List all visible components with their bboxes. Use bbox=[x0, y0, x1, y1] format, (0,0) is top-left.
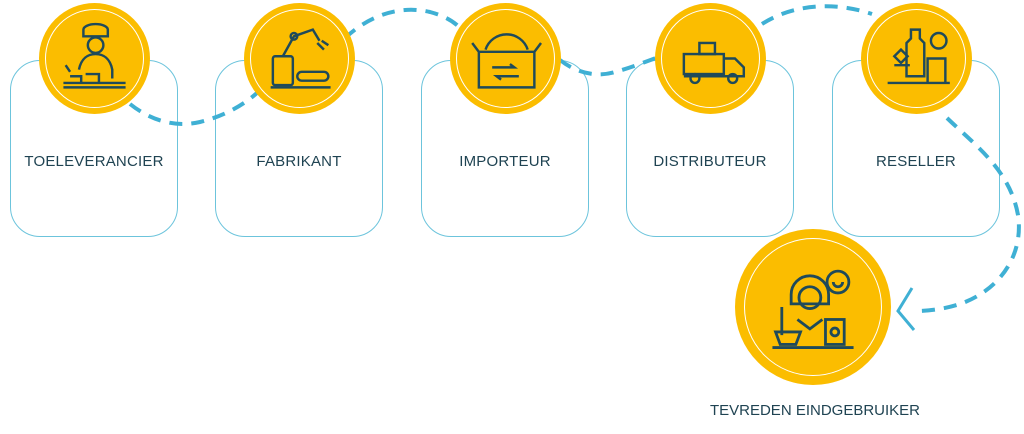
end-label: TEVREDEN EINDGEBRUIKER bbox=[709, 402, 921, 419]
card-fabrikant: FABRIKANT bbox=[215, 60, 383, 237]
step-label: IMPORTEUR bbox=[459, 153, 551, 170]
globe-box-icon bbox=[450, 3, 561, 114]
happy-customer-icon bbox=[735, 229, 891, 385]
step-label: DISTRIBUTEUR bbox=[653, 153, 767, 170]
step-label: RESELLER bbox=[876, 153, 956, 170]
connector-2-3 bbox=[343, 7, 464, 40]
connector-5-end bbox=[914, 116, 1021, 313]
step-label: FABRIKANT bbox=[256, 153, 342, 170]
card-distributeur: DISTRIBUTEUR bbox=[626, 60, 794, 237]
delivery-truck-icon bbox=[655, 3, 766, 114]
connector-3-4 bbox=[558, 56, 657, 77]
arrow-head-icon bbox=[896, 287, 916, 331]
robot-arm-factory-icon bbox=[244, 3, 355, 114]
connector-4-5 bbox=[760, 4, 873, 26]
step-label: TOELEVERANCIER bbox=[24, 153, 164, 170]
supplier-worker-icon bbox=[39, 3, 150, 114]
connector-1-2 bbox=[128, 90, 260, 126]
shop-products-icon bbox=[861, 3, 972, 114]
